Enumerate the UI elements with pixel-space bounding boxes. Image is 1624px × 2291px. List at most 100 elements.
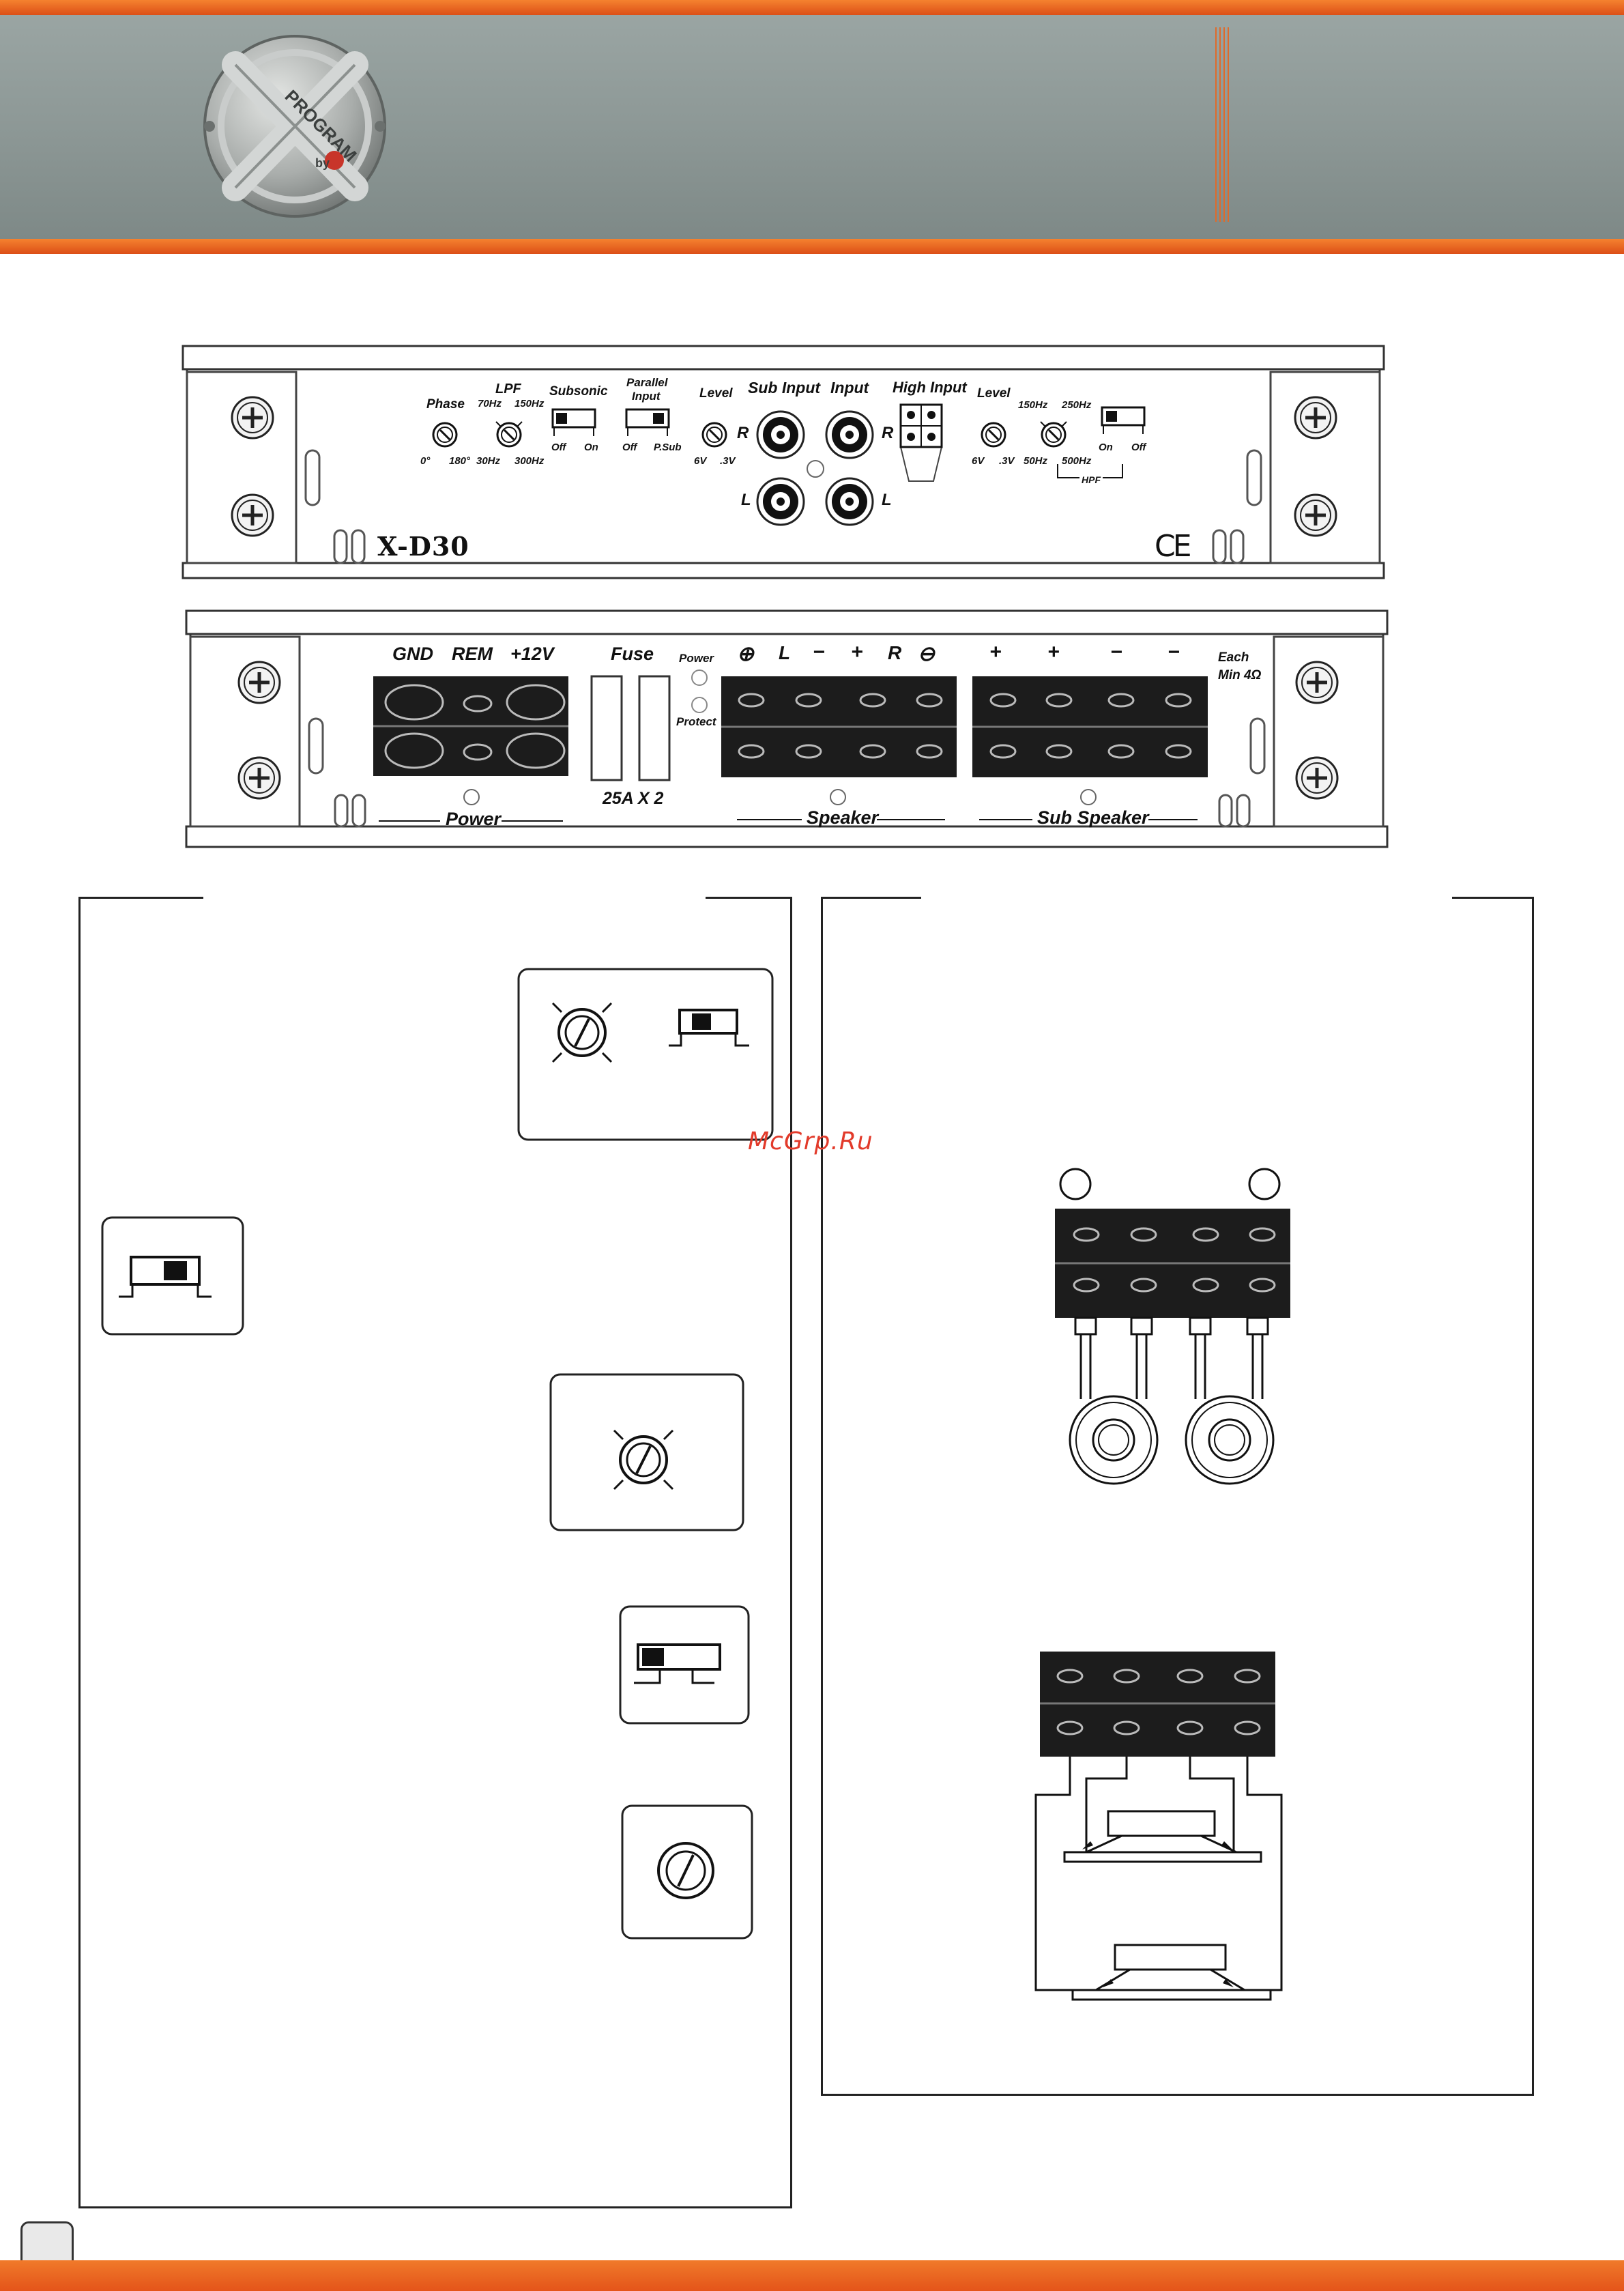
fuse-icon <box>590 675 671 781</box>
lpf-150hz-label: 150Hz <box>514 398 545 409</box>
model-name: X-D30 <box>377 531 469 562</box>
hpf-on-label: On <box>1099 442 1113 453</box>
crossover-controls-figure <box>517 968 774 1141</box>
section-title-gap <box>921 894 1452 899</box>
led-power-label: Power <box>679 652 714 665</box>
parallel-input-switch-icon <box>625 408 670 436</box>
speaker-terminal-label: R <box>888 642 902 663</box>
led-protect-label: Protect <box>676 715 716 728</box>
sub-input-r-label: R <box>737 424 749 442</box>
speaker-terminal-label: − <box>813 641 825 663</box>
phase-max-label: 180° <box>449 455 471 467</box>
front-panel-drawing <box>182 345 1385 579</box>
gnd-label: GND <box>392 644 433 664</box>
phase-knob-icon <box>432 422 458 448</box>
subsonic-off-label: Off <box>551 442 566 453</box>
stereo-wiring-diagram <box>1055 1168 1290 1485</box>
sub-input-l-label: L <box>741 491 751 509</box>
high-input-connector-icon <box>899 403 943 482</box>
high-input-label: High Input <box>893 379 967 396</box>
sub-terminal-label: + <box>989 641 1002 663</box>
hpf-knob-icon <box>1040 421 1067 448</box>
lpf-70hz-label: 70Hz <box>478 398 502 409</box>
subsonic-switch-icon <box>551 408 596 436</box>
level-right-min-label: 6V <box>972 455 985 467</box>
lpf-300hz-label: 300Hz <box>514 455 545 467</box>
level-label: Level <box>699 386 733 401</box>
level-max-label: .3V <box>720 455 736 467</box>
each-label: Each <box>1218 650 1249 665</box>
speaker-terminal-label: ⊕ <box>737 643 755 665</box>
sub-input-label: Sub Input <box>748 379 821 397</box>
fuse-label: Fuse <box>611 644 654 664</box>
hpf-500hz-label: 500Hz <box>1062 455 1092 467</box>
speaker-icon <box>1069 1395 1275 1485</box>
speaker-terminal-label: L <box>779 642 791 663</box>
watermark-text: McGrp.Ru <box>748 1127 873 1155</box>
parallel-psub-label: P.Sub <box>654 442 682 453</box>
fuse-rating-label: 25A X 2 <box>603 789 664 808</box>
level-right-max-label: .3V <box>999 455 1015 467</box>
subsonic-on-label: On <box>584 442 598 453</box>
input-label: Input <box>830 379 869 397</box>
phase-min-label: 0° <box>420 455 431 467</box>
knob-icon <box>613 1429 674 1490</box>
knob-icon <box>657 1842 714 1899</box>
hpf-250hz-label: 250Hz <box>1062 399 1092 411</box>
sub-terminal-label: + <box>1047 641 1060 663</box>
plus12v-label: +12V <box>510 644 554 664</box>
parallel-off-label: Off <box>622 442 637 453</box>
rear-panel: GND REM +12V Power Fuse 25A X 2 Power Pr… <box>181 609 1393 855</box>
level-right-label: Level <box>977 386 1011 401</box>
sub-speaker-terminal-block-icon <box>972 676 1208 777</box>
sub-terminal-label: − <box>1110 641 1122 663</box>
level-right-knob-icon <box>981 422 1006 448</box>
phase-label: Phase <box>426 397 465 412</box>
input-l-label: L <box>882 491 892 509</box>
speaker-terminal-block-icon <box>721 676 957 777</box>
slide-switch-icon <box>669 1009 749 1047</box>
hpf-switch-icon <box>1101 406 1146 434</box>
parallel-input-label: Input <box>632 390 661 403</box>
rear-panel-drawing <box>185 609 1389 848</box>
lpf-knob-icon <box>495 421 523 448</box>
led-indicator-icon <box>691 669 708 713</box>
input-r-label: R <box>882 424 894 442</box>
slide-switch-icon <box>634 1643 721 1684</box>
min-impedance-label: Min 4Ω <box>1218 668 1262 682</box>
terminal-block-icon <box>1040 1652 1275 1757</box>
rem-label: REM <box>452 644 493 664</box>
switch-figure <box>101 1216 244 1336</box>
lpf-30hz-label: 30Hz <box>476 455 501 467</box>
knob-icon <box>551 1002 613 1063</box>
screw-icon <box>231 396 1337 537</box>
speaker-icon <box>1063 1810 1272 2001</box>
hpf-150hz-label: 150Hz <box>1018 399 1048 411</box>
subsonic-switch-figure <box>619 1605 750 1725</box>
hpf-label: HPF <box>1079 474 1103 485</box>
speaker-group-label: Speaker <box>807 807 879 828</box>
power-group-label: Power <box>446 809 502 829</box>
hpf-50hz-label: 50Hz <box>1024 455 1048 467</box>
level-min-label: 6V <box>694 455 707 467</box>
lpf-label: LPF <box>495 381 521 397</box>
screw-icon <box>237 661 1339 800</box>
footer-bar <box>0 2260 1624 2291</box>
ce-mark: CE <box>1155 529 1191 564</box>
brand-logo-icon <box>203 35 386 218</box>
speaker-terminal-label: + <box>851 641 863 663</box>
front-panel: Phase 0° 180° LPF 70Hz 150Hz 30Hz 300Hz … <box>177 345 1389 587</box>
speaker-terminal-label: ⊖ <box>918 643 936 665</box>
rca-jack-icon <box>756 410 874 526</box>
page-header: PROGRAM by <box>0 0 1624 254</box>
slide-switch-icon <box>119 1256 212 1298</box>
section-title-gap <box>203 894 706 899</box>
bridged-wiring-diagram <box>1034 1652 1283 2001</box>
subsonic-label: Subsonic <box>549 384 608 399</box>
level-knob-icon <box>701 422 727 448</box>
sub-terminal-label: − <box>1168 641 1180 663</box>
phase-knob-figure <box>621 1804 753 1940</box>
hpf-off-label: Off <box>1131 442 1146 453</box>
terminal-block-icon <box>1055 1209 1290 1318</box>
level-knob-figure <box>549 1373 744 1531</box>
